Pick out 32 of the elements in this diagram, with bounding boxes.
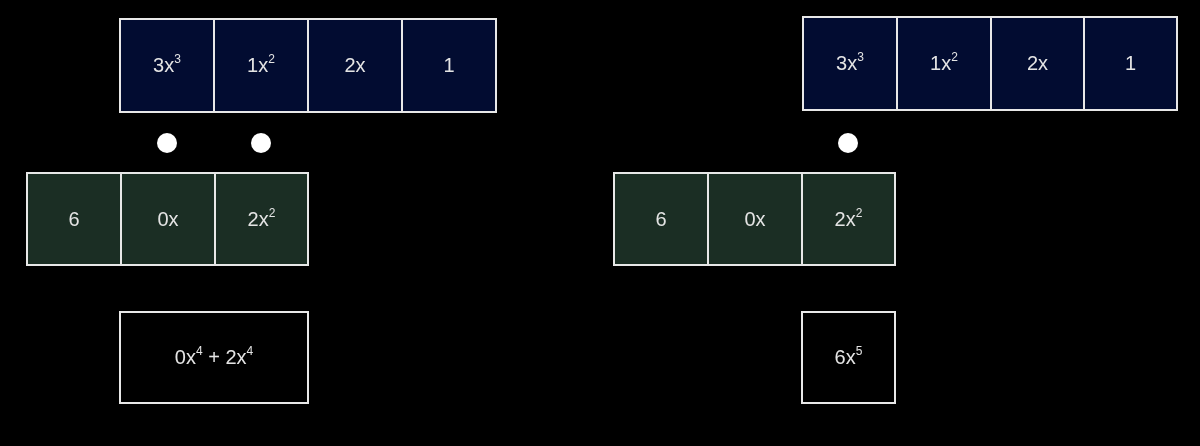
polynomial-term: 2x: [1026, 52, 1049, 75]
term-box: [896, 16, 992, 111]
term-box: [401, 18, 497, 113]
polynomial-term: 2x$^{2}$: [247, 207, 276, 231]
product-box: [119, 311, 309, 404]
term-box: [26, 172, 122, 266]
polynomial-term: 6x$^{5}$: [834, 346, 863, 369]
polynomial-term: 3x$^{3}$: [836, 52, 864, 75]
product-box: [801, 311, 896, 404]
polynomial-term: 6: [655, 207, 667, 231]
polynomial-term: 1: [1124, 52, 1137, 75]
polynomial-term: 2x$^{2}$: [834, 207, 863, 231]
term-box: [119, 18, 215, 113]
term-box: [213, 18, 309, 113]
polynomial-term: 2x: [344, 54, 366, 77]
polynomial-term: 0x: [157, 207, 179, 231]
term-box: [801, 172, 896, 266]
polynomial-term: 6: [68, 207, 80, 231]
polynomial-term: 1x$^{2}$: [930, 52, 958, 75]
polynomial-term: 1x$^{2}$: [247, 54, 275, 77]
polynomial-term: 0x$^{4}$ + 2x$^{4}$: [174, 346, 254, 369]
term-box: [307, 18, 403, 113]
term-box: [802, 16, 898, 111]
term-box: [214, 172, 309, 266]
term-box: [1083, 16, 1178, 111]
polynomial-term: 3x$^{3}$: [153, 54, 181, 77]
term-box: [613, 172, 709, 266]
term-box: [990, 16, 1085, 111]
term-box: [707, 172, 803, 266]
polynomial-term: 0x: [744, 207, 766, 231]
polynomial-term: 1: [443, 54, 455, 77]
term-box: [120, 172, 216, 266]
